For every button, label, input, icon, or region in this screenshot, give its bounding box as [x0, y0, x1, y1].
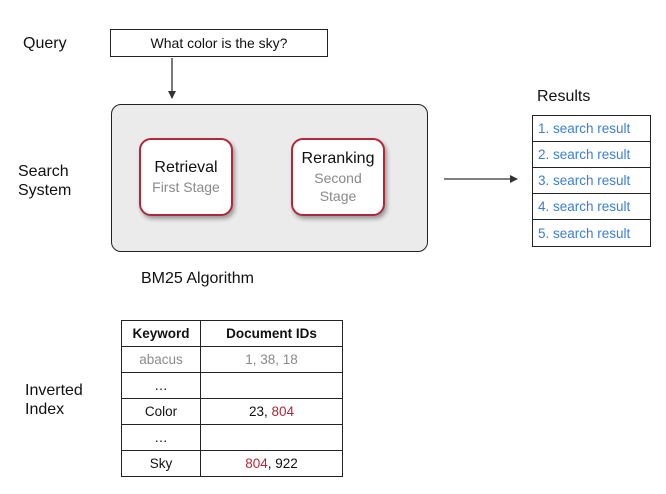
search-system-label: Search System	[18, 162, 71, 200]
result-item-3: 3. search result	[533, 168, 650, 194]
header-keyword: Keyword	[121, 320, 201, 347]
results-label: Results	[537, 88, 591, 105]
document-ids-cell: 23, 804	[200, 398, 343, 425]
keyword-cell: Sky	[121, 450, 201, 477]
retrieval-stage: Retrieval First Stage	[139, 138, 233, 216]
reranking-stage-subtitle-line1: Second	[314, 170, 362, 186]
header-document-ids: Document IDs	[200, 320, 343, 347]
search-system-label-line1: Search	[18, 163, 69, 180]
document-ids-cell: 1, 38, 18	[200, 346, 343, 373]
result-item-4: 4. search result	[533, 194, 650, 220]
inverted-index-label-line2: Index	[25, 401, 65, 418]
query-label: Query	[23, 35, 67, 52]
retrieval-stage-subtitle: First Stage	[152, 179, 220, 195]
table-header-row: Keyword Document IDs	[121, 320, 343, 347]
algorithm-label: BM25 Algorithm	[141, 270, 254, 287]
search-system-label-line2: System	[18, 182, 72, 199]
result-item-2: 2. search result	[533, 142, 650, 168]
query-box: What color is the sky?	[110, 29, 328, 57]
keyword-cell: …	[121, 424, 201, 451]
reranking-stage-title: Reranking	[301, 150, 375, 167]
document-ids-cell: 804, 922	[200, 450, 343, 477]
keyword-cell: abacus	[121, 346, 201, 373]
table-row: abacus 1, 38, 18	[121, 346, 343, 373]
document-ids-cell	[200, 372, 343, 399]
reranking-stage-subtitle-line2: Stage	[319, 188, 357, 204]
retrieval-stage-title: Retrieval	[154, 159, 218, 176]
inverted-index-table: Keyword Document IDs abacus 1, 38, 18 …Col…	[121, 320, 343, 477]
query-text: What color is the sky?	[150, 35, 288, 51]
document-id-text: 23,	[248, 404, 272, 419]
result-item-5: 5. search result	[538, 225, 631, 241]
document-id-text: 1, 38, 18	[245, 352, 298, 367]
results-list: 1. search result 2. search result 3. sea…	[532, 115, 651, 247]
document-ids-cell	[200, 424, 343, 451]
keyword-cell: …	[121, 372, 201, 399]
inverted-index-label-line1: Inverted	[25, 382, 83, 399]
inverted-index-label: Inverted Index	[25, 381, 83, 419]
result-item-1: 1. search result	[533, 116, 650, 142]
document-id-text: , 922	[267, 456, 298, 471]
table-row: …	[121, 424, 343, 451]
table-row: …	[121, 372, 343, 399]
highlighted-document-id: 804	[271, 404, 295, 419]
reranking-stage: Reranking Second Stage	[291, 138, 385, 216]
highlighted-document-id: 804	[245, 456, 268, 471]
keyword-cell: Color	[121, 398, 201, 425]
